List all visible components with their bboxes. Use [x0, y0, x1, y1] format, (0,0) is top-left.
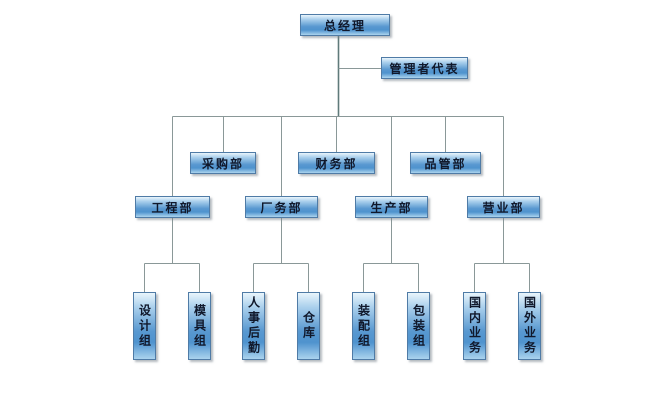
node-label: 模具组: [192, 303, 207, 349]
connector-staff-drops: [223, 116, 446, 152]
node-design-team: 设计组: [133, 292, 156, 360]
node-hr-logistics: 人事后勤: [242, 292, 265, 360]
connector-sales-children: [474, 218, 530, 292]
node-general-manager: 总经理: [300, 14, 390, 36]
node-quality-dept: 品管部: [410, 152, 481, 174]
node-domestic-business: 国内业务: [463, 292, 486, 360]
node-warehouse: 仓库: [297, 292, 320, 360]
node-label: 仓库: [301, 311, 316, 341]
node-assembly-team: 装配组: [352, 292, 375, 360]
node-overseas-business: 国外业务: [518, 292, 541, 360]
node-label: 包装组: [411, 303, 426, 349]
node-label: 国内业务: [467, 296, 482, 356]
node-engineering-dept: 工程部: [135, 196, 210, 218]
node-factory-affairs-dept: 厂务部: [245, 196, 318, 218]
node-purchasing-dept: 采购部: [190, 152, 256, 174]
node-production-dept: 生产部: [355, 196, 428, 218]
node-packing-team: 包装组: [407, 292, 430, 360]
connector-engineering-children: [144, 218, 200, 292]
node-label: 人事后勤: [246, 296, 261, 356]
connector-factory-affairs-children: [253, 218, 309, 292]
node-finance-dept: 财务部: [298, 152, 375, 174]
node-label: 设计组: [137, 303, 152, 349]
node-label: 国外业务: [522, 296, 537, 356]
node-label: 装配组: [356, 303, 371, 349]
node-sales-dept: 营业部: [467, 196, 540, 218]
node-mold-team: 模具组: [188, 292, 211, 360]
node-management-representative: 管理者代表: [381, 57, 468, 79]
connector-production-children: [363, 218, 419, 292]
connector-department-drops: [172, 116, 504, 196]
